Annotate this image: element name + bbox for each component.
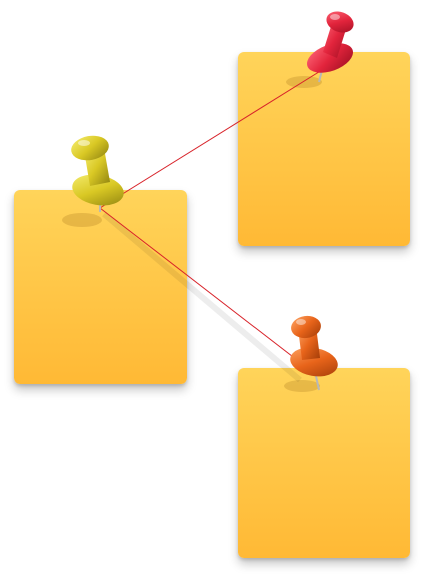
sticky-note-middle-left — [14, 190, 187, 384]
sticky-note-top-right — [238, 52, 410, 246]
sticky-note-bottom-right — [238, 368, 410, 558]
